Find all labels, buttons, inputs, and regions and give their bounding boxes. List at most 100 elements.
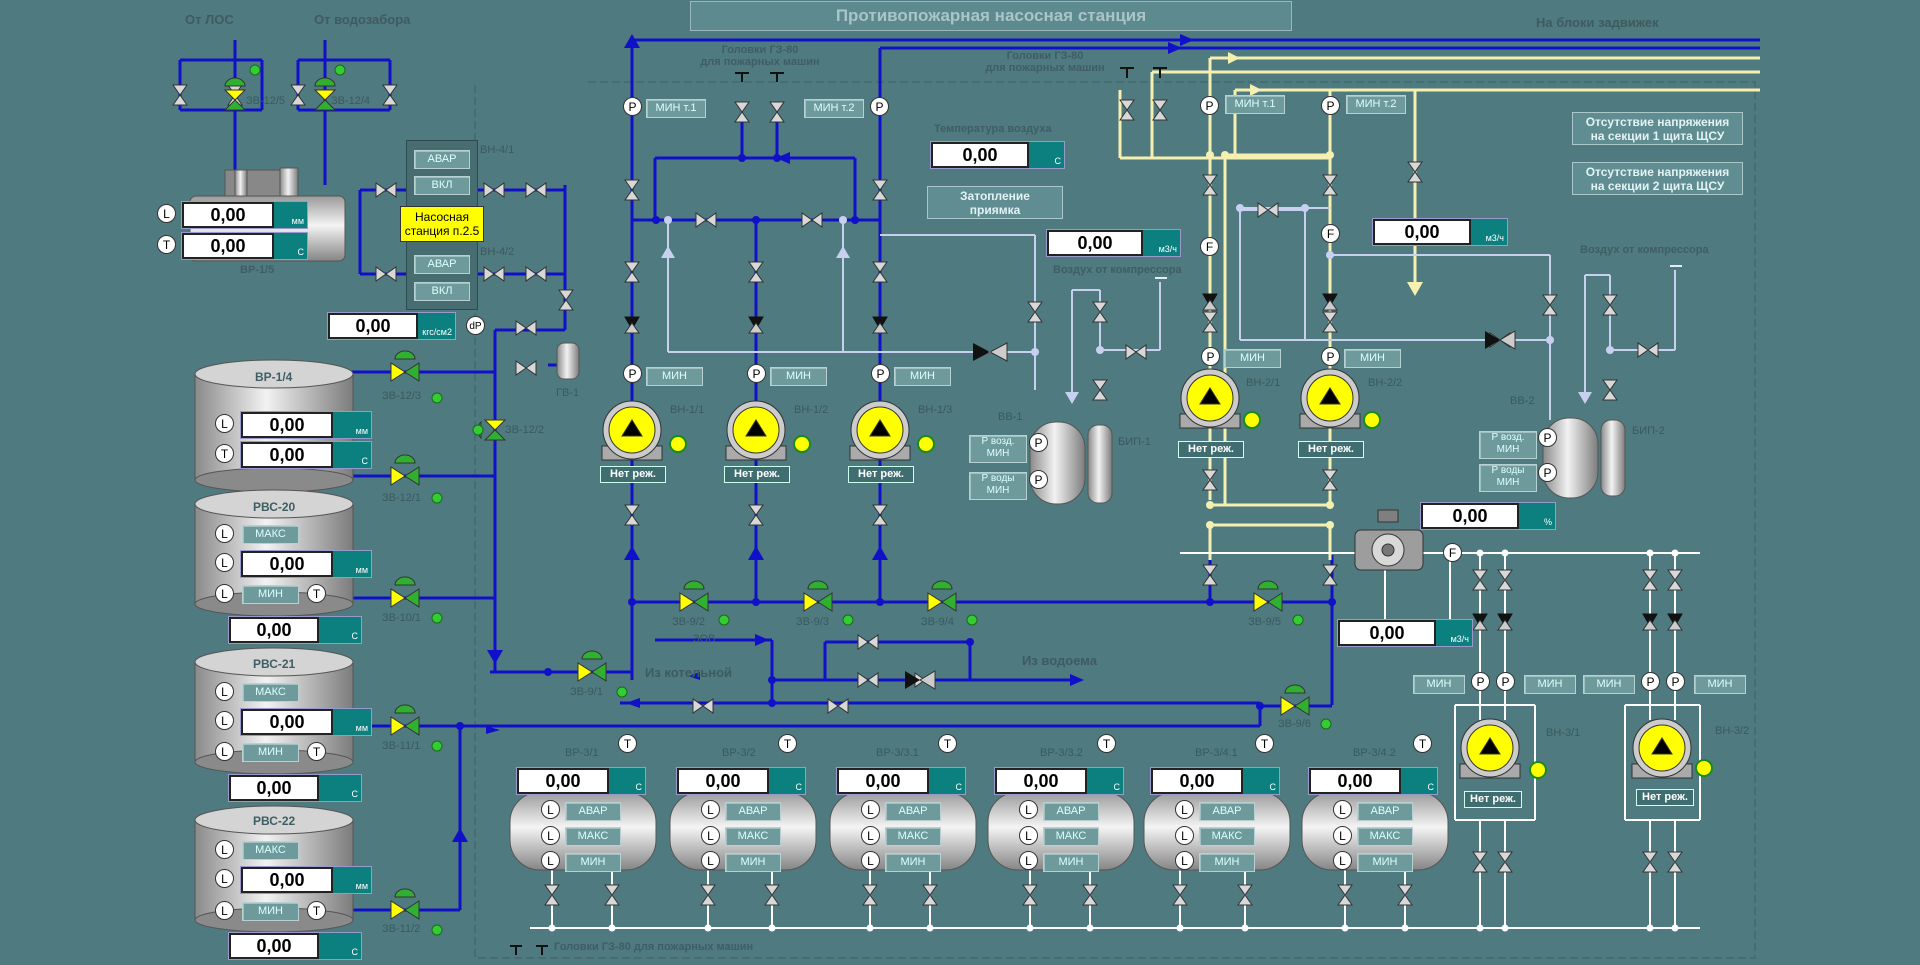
tank-3-min[interactable]: МИН [242, 743, 299, 762]
vessel-2-p-air[interactable]: Р возд. МИН [1479, 431, 1537, 459]
pump-3-1-p2[interactable]: МИН [1524, 675, 1576, 694]
pump-2-1-mode[interactable]: Нет реж. [1178, 441, 1244, 458]
air-temp-label: Температура воздуха [934, 123, 1052, 135]
heads-bottom-label: Головки ГЗ-80 для пожарных машин [554, 941, 754, 953]
level-sensor-icon: L [1019, 851, 1038, 870]
bh4-1-alarm-button[interactable]: АВАР [414, 150, 470, 169]
temp-sensor-icon: T [1097, 734, 1116, 753]
pump-1-3-p[interactable]: МИН [894, 367, 951, 386]
pump-3-2-p1[interactable]: МИН [1583, 675, 1635, 694]
receiver-2-max[interactable]: МАКС [725, 827, 781, 846]
receiver-3-max[interactable]: МАКС [885, 827, 941, 846]
pump-3-2-p2[interactable]: МИН [1694, 675, 1746, 694]
receiver-6-alarm[interactable]: АВАР [1357, 802, 1413, 821]
receiver-2-min[interactable]: МИН [725, 853, 781, 872]
level-sensor-icon: L [1333, 800, 1352, 819]
level-sensor-icon: L [1333, 851, 1352, 870]
no-voltage-1-alarm[interactable]: Отсутствие напряжения на секции 1 щита Щ… [1572, 112, 1743, 145]
top-p-2[interactable]: МИН т.2 [804, 99, 864, 118]
to-valve-blocks-label: На блоки задвижек [1536, 15, 1659, 30]
vessel-1-p-water[interactable]: Р воды МИН [969, 472, 1027, 500]
pump-2-1-p[interactable]: МИН [1224, 349, 1281, 368]
zv-11-2-label: ЗВ-11/2 [382, 923, 421, 935]
receiver-1-min[interactable]: МИН [565, 853, 621, 872]
tank-3-temp-icon: T [307, 742, 326, 761]
receiver-5-max[interactable]: МАКС [1199, 827, 1255, 846]
bh4-1-on-button[interactable]: ВКЛ [414, 176, 470, 195]
pump-2-2-p[interactable]: МИН [1344, 349, 1401, 368]
vessel-2-p-water[interactable]: Р воды МИН [1479, 464, 1537, 492]
pit-flooding-alarm[interactable]: Затопление приямка [927, 186, 1063, 219]
no-voltage-2-alarm[interactable]: Отсутствие напряжения на секции 2 щита Щ… [1572, 162, 1743, 195]
pressure-sensor-icon: P [1641, 672, 1660, 691]
flow-sensor-icon: F [1200, 237, 1219, 256]
tank-3-min-icon: L [215, 742, 234, 761]
pump-3-1-mode[interactable]: Нет реж. [1464, 791, 1522, 808]
gv1-label: ГВ-1 [556, 387, 580, 399]
receiver-3-name: ВР-3/3.1 [876, 747, 919, 759]
tank-4-min[interactable]: МИН [242, 902, 299, 921]
receiver-1-alarm[interactable]: АВАР [565, 802, 621, 821]
temp-sensor-icon: T [157, 235, 176, 254]
zv-12-1-label: ЗВ-12/1 [382, 492, 422, 504]
pump-1-3-mode[interactable]: Нет реж. [848, 466, 914, 483]
pump-station-note: Насосная станция п.2.5 [400, 206, 484, 242]
top-p-3[interactable]: МИН т.1 [1225, 95, 1285, 114]
tank-2-name: РВС-20 [253, 500, 296, 514]
receiver-2-alarm[interactable]: АВАР [725, 802, 781, 821]
receiver-3-min[interactable]: МИН [885, 853, 941, 872]
pressure-sensor-icon: P [1321, 96, 1340, 115]
bh4-1-name: ВН-4/1 [480, 144, 515, 156]
page-title: Противопожарная насосная станция [690, 1, 1292, 31]
pump-1-2-mode[interactable]: Нет реж. [724, 466, 790, 483]
receiver-5-min[interactable]: МИН [1199, 853, 1255, 872]
receiver-4-min[interactable]: МИН [1043, 853, 1099, 872]
zv-12-4-label: ЗВ-12/4 [331, 95, 371, 107]
receiver-5-name: ВР-3/4.1 [1195, 747, 1238, 759]
tank-4-max[interactable]: МАКС [242, 841, 299, 860]
zv-9-4-label: ЗВ-9/4 [921, 616, 954, 628]
tank-3-max[interactable]: МАКС [242, 683, 299, 702]
pump-2-2-mode[interactable]: Нет реж. [1298, 441, 1364, 458]
tank-2-min[interactable]: МИН [242, 585, 299, 604]
pump-3-2-mode[interactable]: Нет реж. [1636, 789, 1694, 806]
pressure-sensor-icon: P [1201, 347, 1220, 366]
receiver-4-alarm[interactable]: АВАР [1043, 802, 1099, 821]
tank-1-name: ВР-1/4 [255, 370, 293, 384]
pressure-sensor-icon: P [1666, 672, 1685, 691]
pump-1-1-mode[interactable]: Нет реж. [600, 466, 666, 483]
tank-2-max[interactable]: МАКС [242, 525, 299, 544]
receiver-6-max[interactable]: МАКС [1357, 827, 1413, 846]
temp-sensor-icon: T [1413, 734, 1432, 753]
pressure-sensor-icon: P [1029, 433, 1048, 452]
zv-9-2-label: ЗВ-9/2 [672, 616, 705, 628]
receiver-2-name: ВР-3/2 [722, 747, 756, 759]
pump-1-2-p[interactable]: МИН [770, 367, 827, 386]
pump-1-1-p[interactable]: МИН [646, 367, 703, 386]
receiver-1-max[interactable]: МАКС [565, 827, 621, 846]
receiver-5-alarm[interactable]: АВАР [1199, 802, 1255, 821]
tank-2-min-icon: L [215, 584, 234, 603]
top-p-1[interactable]: МИН т.1 [646, 99, 706, 118]
receiver-4-max[interactable]: МАКС [1043, 827, 1099, 846]
vessel-1-p-air[interactable]: Р возд. МИН [969, 435, 1027, 463]
bh4-2-on-button[interactable]: ВКЛ [414, 282, 470, 301]
top-p-4[interactable]: МИН т.2 [1346, 95, 1406, 114]
receiver-3-alarm[interactable]: АВАР [885, 802, 941, 821]
tank-3-max-icon: L [215, 682, 234, 701]
receiver-6-min[interactable]: МИН [1357, 853, 1413, 872]
pump-3-1-p1[interactable]: МИН [1413, 675, 1465, 694]
bh4-2-alarm-button[interactable]: АВАР [414, 255, 470, 274]
temp-sensor-icon: T [1255, 734, 1274, 753]
tank-4-min-icon: L [215, 901, 234, 920]
